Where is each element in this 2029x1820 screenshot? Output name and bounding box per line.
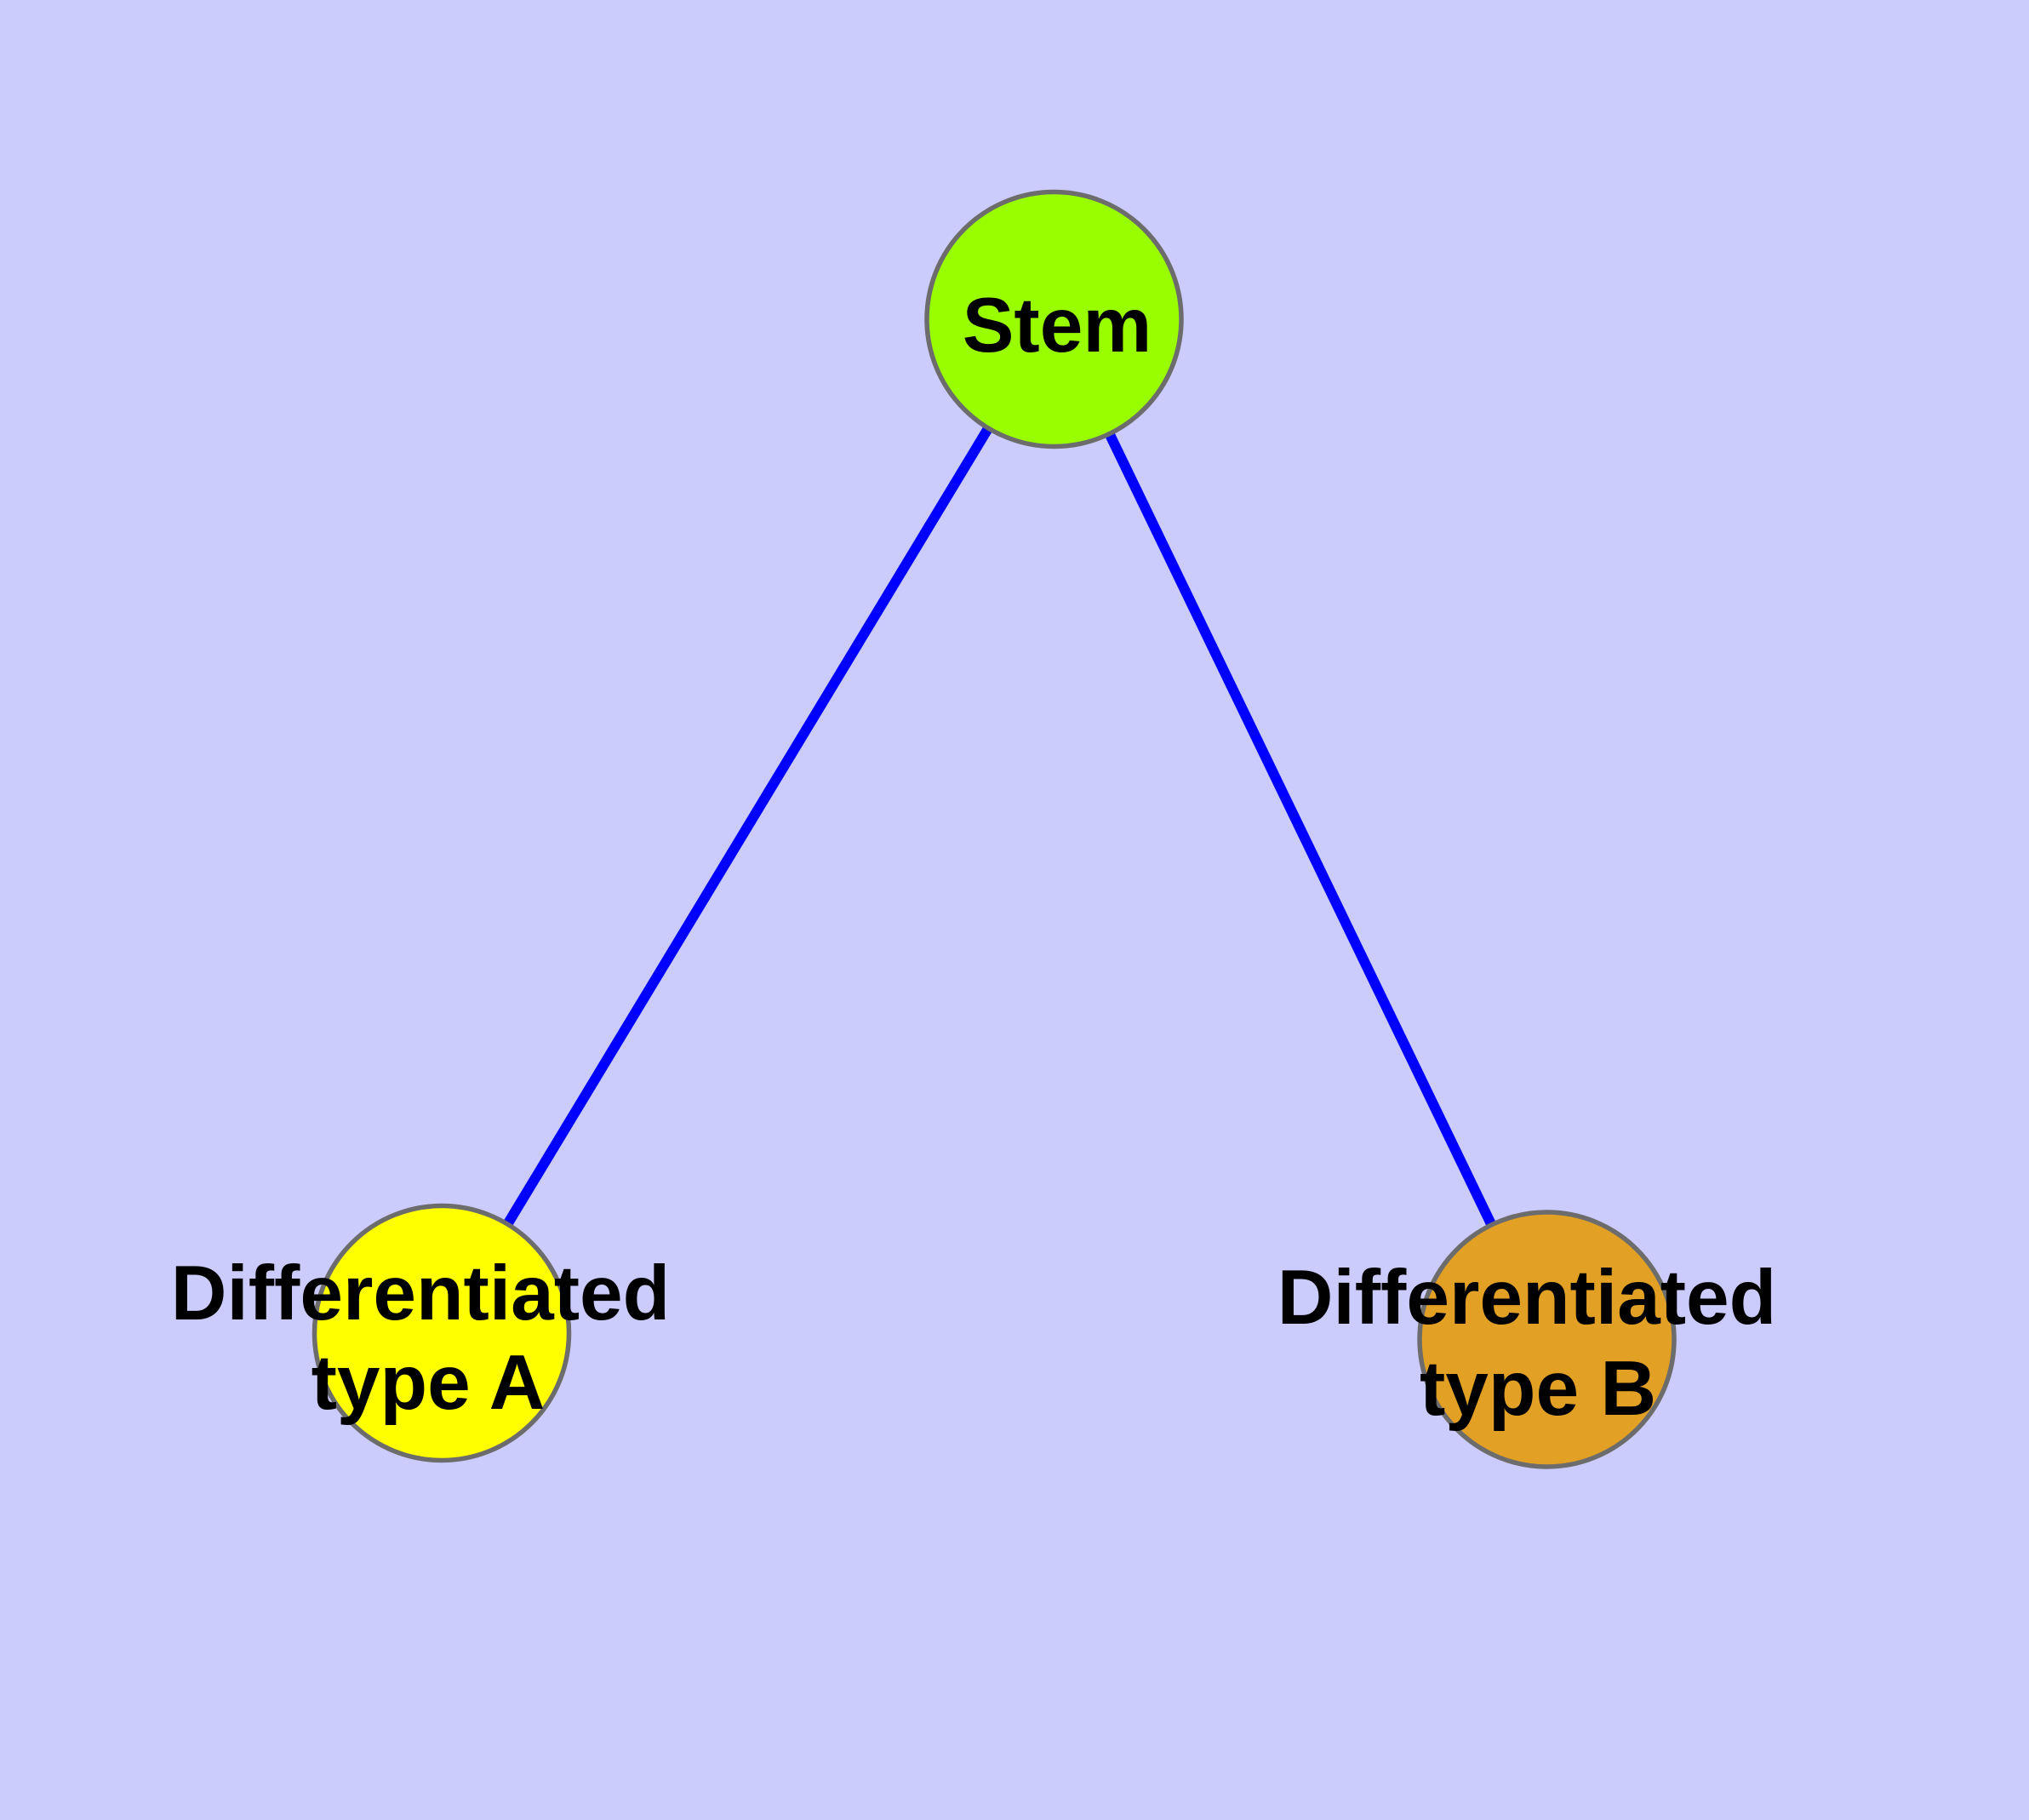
- node-stem-circle: [924, 189, 1184, 449]
- edge-stem-to-type-b: [1049, 317, 1552, 1342]
- node-stem-label: Stem: [963, 283, 1152, 369]
- node-differentiated-type-a: Differentiated type A: [171, 1203, 671, 1463]
- node-differentiated-type-b: Differentiated type B: [1277, 1210, 1777, 1469]
- node-differentiated-type-b-label-line1: Differentiated: [1277, 1255, 1777, 1341]
- edge-stem-to-type-a: [437, 316, 1059, 1336]
- node-differentiated-type-a-label-line2: type A: [311, 1340, 546, 1426]
- node-stem: Stem: [924, 189, 1184, 449]
- node-differentiated-type-a-label-line1: Differentiated: [171, 1251, 671, 1336]
- node-differentiated-type-b-label-line2: type B: [1420, 1346, 1656, 1432]
- node-differentiated-type-a-circle: [311, 1203, 572, 1463]
- node-differentiated-type-b-circle: [1417, 1210, 1677, 1469]
